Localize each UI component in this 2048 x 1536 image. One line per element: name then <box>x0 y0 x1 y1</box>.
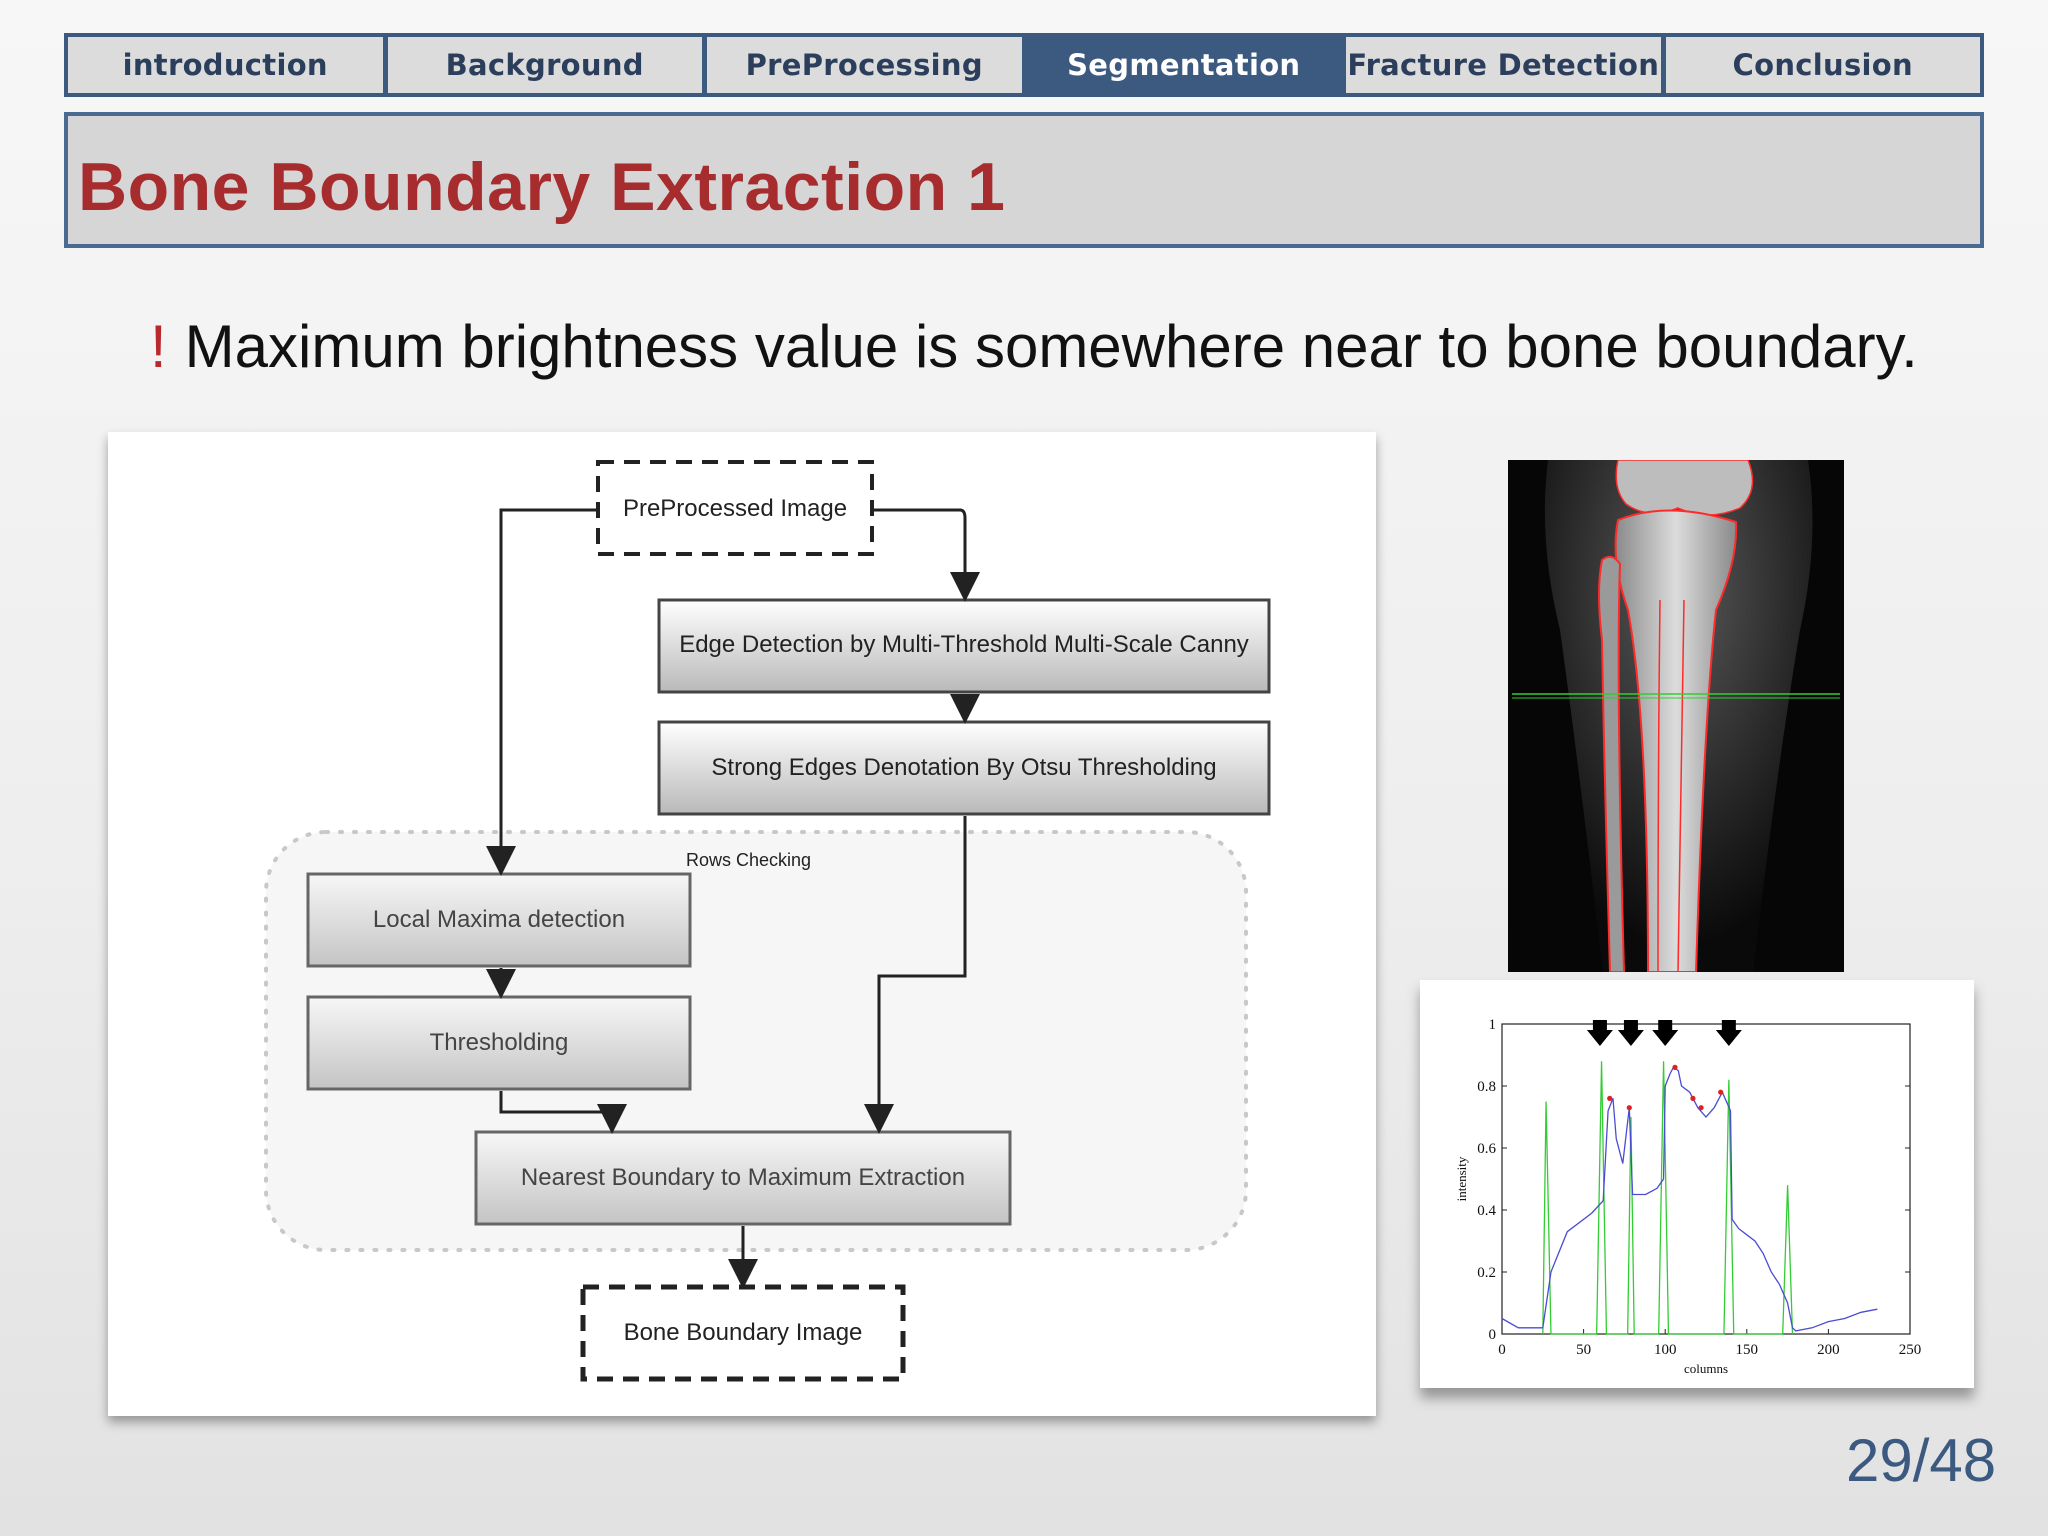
rows-checking-label: Rows Checking <box>686 850 811 870</box>
x-tick-label: 100 <box>1654 1342 1677 1358</box>
bone-boundary-image-node <box>580 1284 906 1382</box>
local-maximum-marker <box>1690 1095 1696 1101</box>
x-tick-label: 50 <box>1576 1342 1591 1358</box>
plot-frame <box>1501 1023 1911 1335</box>
femur-condyle-shape <box>1615 460 1754 516</box>
y-axis-label: intensity <box>1454 1156 1469 1201</box>
bullet-text: Maximum brightness value is somewhere ne… <box>184 313 1918 380</box>
page-separator: / <box>1912 1427 1930 1494</box>
strong-edges-label: Strong Edges Denotation By Otsu Threshol… <box>711 754 1216 781</box>
y-tick-label: 0.2 <box>1477 1265 1496 1281</box>
arrow-input-to-edge-detection <box>872 508 980 602</box>
arrow-strong-to-nearest <box>864 816 967 1134</box>
preprocessed-image-label: PreProcessed Image <box>623 495 847 522</box>
flowchart-panel: Rows Checking PreProcessed Image Edge De… <box>108 432 1376 1416</box>
nearest-boundary-label: Nearest Boundary to Maximum Extraction <box>521 1164 965 1191</box>
fibula-shape <box>1598 555 1626 972</box>
intensity-plot-panel: 0 50 100 150 200 250 0 0.2 0.4 0.6 0.8 1 columns in… <box>1420 980 1974 1388</box>
y-tick-label: 0.6 <box>1477 1141 1496 1157</box>
x-tick-label: 250 <box>1899 1342 1922 1358</box>
down-arrow-icon <box>1652 1020 1679 1046</box>
section-nav: introduction Background PreProcessing Se… <box>64 33 1984 97</box>
local-maximum-marker <box>1698 1105 1704 1111</box>
down-arrow-icon <box>1586 1020 1613 1046</box>
x-tick-label: 150 <box>1736 1342 1759 1358</box>
bone-boundary-image-label: Bone Boundary Image <box>624 1319 863 1346</box>
y-tick-label: 1 <box>1489 1017 1497 1033</box>
tibia-shape <box>1614 509 1738 972</box>
arrow-thresholding-to-nearest <box>499 1091 627 1134</box>
local-maximum-marker <box>1672 1064 1678 1070</box>
tab-background[interactable]: Background <box>387 37 702 93</box>
arrow-input-to-local-maxima <box>486 508 598 876</box>
leg-xray-image <box>1508 460 1844 972</box>
flowchart-connectors <box>486 508 980 1289</box>
tab-introduction[interactable]: introduction <box>68 37 383 93</box>
edge-series-line <box>1542 1061 1794 1335</box>
thresholding-node <box>306 995 692 1091</box>
tab-segmentation[interactable]: Segmentation <box>1026 37 1341 93</box>
nearest-boundary-node <box>474 1130 1012 1226</box>
bullet-point: ! Maximum brightness value is somewhere n… <box>150 312 1918 381</box>
flowchart-diagram: Rows Checking PreProcessed Image Edge De… <box>264 460 1271 1382</box>
local-maxima-label: Local Maxima detection <box>373 906 625 933</box>
down-arrow-icon <box>1715 1020 1742 1046</box>
y-tick-label: 0.8 <box>1477 1079 1496 1095</box>
exclamation-bullet-icon: ! <box>150 313 167 380</box>
y-tick-label: 0.4 <box>1477 1203 1496 1219</box>
strong-edges-node <box>657 720 1271 816</box>
page-total: 48 <box>1929 1427 1997 1494</box>
slide-title: Bone Boundary Extraction 1 <box>78 149 1006 225</box>
down-arrow-icon <box>1617 1020 1644 1046</box>
local-maxima-node <box>306 872 692 968</box>
y-tick-label: 0 <box>1489 1327 1497 1343</box>
tab-fracture-detection[interactable]: Fracture Detection <box>1346 37 1661 93</box>
x-tick-label: 0 <box>1498 1342 1506 1358</box>
local-maximum-marker <box>1607 1095 1613 1101</box>
xray-drawing <box>1508 460 1844 972</box>
page-number: 29/48 <box>1846 1426 1996 1495</box>
intensity-series-line <box>1501 1066 1878 1332</box>
edge-detection-node <box>657 598 1271 694</box>
thresholding-label: Thresholding <box>430 1029 569 1056</box>
title-bar: Bone Boundary Extraction 1 <box>64 112 1984 248</box>
x-tick-label: 200 <box>1817 1342 1840 1358</box>
local-maximum-marker <box>1626 1105 1632 1111</box>
page-current: 29 <box>1846 1427 1913 1494</box>
tab-preprocessing[interactable]: PreProcessing <box>707 37 1022 93</box>
x-axis-label: columns <box>1684 1361 1728 1376</box>
preprocessed-image-node <box>596 460 874 556</box>
local-maximum-marker <box>1718 1089 1724 1095</box>
tab-conclusion[interactable]: Conclusion <box>1665 37 1980 93</box>
edge-detection-label: Edge Detection by Multi-Threshold Multi-… <box>679 631 1249 658</box>
intensity-plot: 0 50 100 150 200 250 0 0.2 0.4 0.6 0.8 1 columns in… <box>1454 1017 1922 1376</box>
